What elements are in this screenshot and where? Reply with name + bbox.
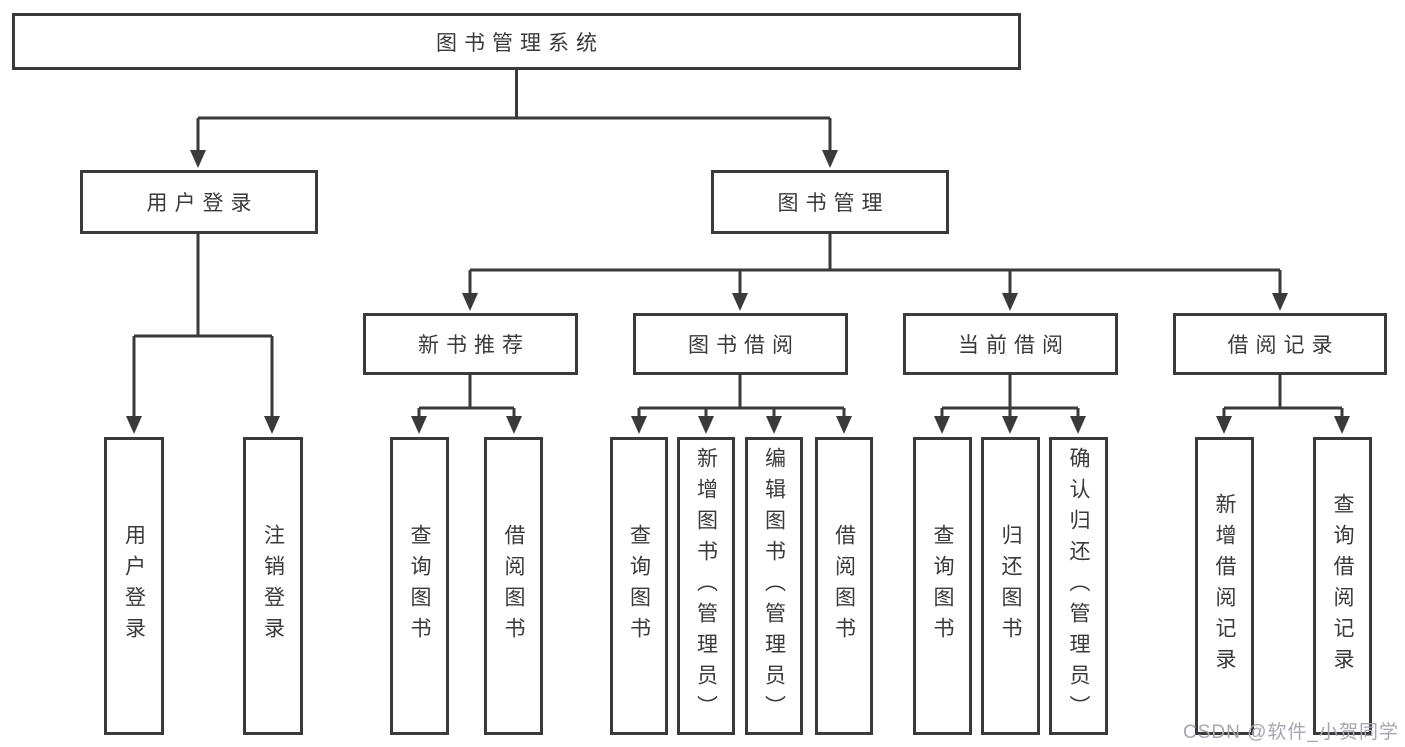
- leaf-current-query-books: 查询图书: [913, 437, 972, 735]
- leaf-current-confirm-return-label: 确认归还（管理员）: [1067, 446, 1090, 726]
- leaf-rec-borrow-books: 借阅图书: [484, 437, 543, 735]
- leaf-rec-query-books: 查询图书: [390, 437, 449, 735]
- leaf-current-return-books: 归还图书: [981, 437, 1040, 735]
- leaf-borrow-query-books-label: 查询图书: [627, 524, 651, 648]
- leaf-records-add-record-label: 新增借阅记录: [1213, 493, 1236, 679]
- leaf-borrow-borrow-books: 借阅图书: [815, 437, 873, 735]
- node-borrowing-records-label: 借阅记录: [1227, 334, 1340, 357]
- node-root-label: 图书管理系统: [436, 31, 604, 55]
- leaf-current-confirm-return: 确认归还（管理员）: [1049, 437, 1108, 735]
- node-borrowing-records: 借阅记录: [1173, 313, 1387, 375]
- node-new-book-recommend-label: 新书推荐: [418, 334, 530, 357]
- node-book-management: 图书管理: [711, 170, 949, 234]
- node-new-book-recommend: 新书推荐: [363, 313, 578, 375]
- leaf-borrow-borrow-books-label: 借阅图书: [832, 524, 856, 648]
- leaf-borrow-query-books: 查询图书: [610, 437, 668, 735]
- leaf-current-return-books-label: 归还图书: [999, 524, 1022, 648]
- leaf-logout-login-label: 注销登录: [261, 524, 285, 648]
- leaf-borrow-add-books-label: 新增图书（管理员）: [694, 446, 718, 726]
- node-book-borrowing-label: 图书借阅: [688, 334, 800, 357]
- leaf-borrow-edit-books-label: 编辑图书（管理员）: [762, 446, 786, 726]
- leaf-records-add-record: 新增借阅记录: [1195, 437, 1254, 735]
- node-user-login: 用户登录: [80, 170, 318, 234]
- leaf-logout-login: 注销登录: [243, 437, 303, 735]
- leaf-borrow-add-books: 新增图书（管理员）: [677, 437, 735, 735]
- csdn-watermark: CSDN @软件_小贺同学: [1183, 722, 1399, 743]
- node-book-management-label: 图书管理: [777, 192, 890, 215]
- node-book-borrowing: 图书借阅: [633, 313, 848, 375]
- node-root: 图书管理系统: [12, 13, 1021, 70]
- leaf-current-query-books-label: 查询图书: [931, 524, 954, 648]
- arrowhead-book-mgmt: [822, 150, 838, 168]
- leaf-user-login: 用户登录: [104, 437, 164, 735]
- node-user-login-label: 用户登录: [146, 192, 259, 215]
- node-current-borrowing: 当前借阅: [903, 313, 1118, 375]
- leaf-borrow-edit-books: 编辑图书（管理员）: [745, 437, 803, 735]
- node-current-borrowing-label: 当前借阅: [958, 334, 1070, 357]
- leaf-user-login-label: 用户登录: [122, 524, 146, 648]
- leaf-rec-query-books-label: 查询图书: [408, 524, 431, 648]
- leaf-records-query-record: 查询借阅记录: [1313, 437, 1372, 735]
- leaf-records-query-record-label: 查询借阅记录: [1331, 493, 1354, 679]
- arrowhead-user-login: [190, 150, 206, 168]
- leaf-rec-borrow-books-label: 借阅图书: [502, 524, 525, 648]
